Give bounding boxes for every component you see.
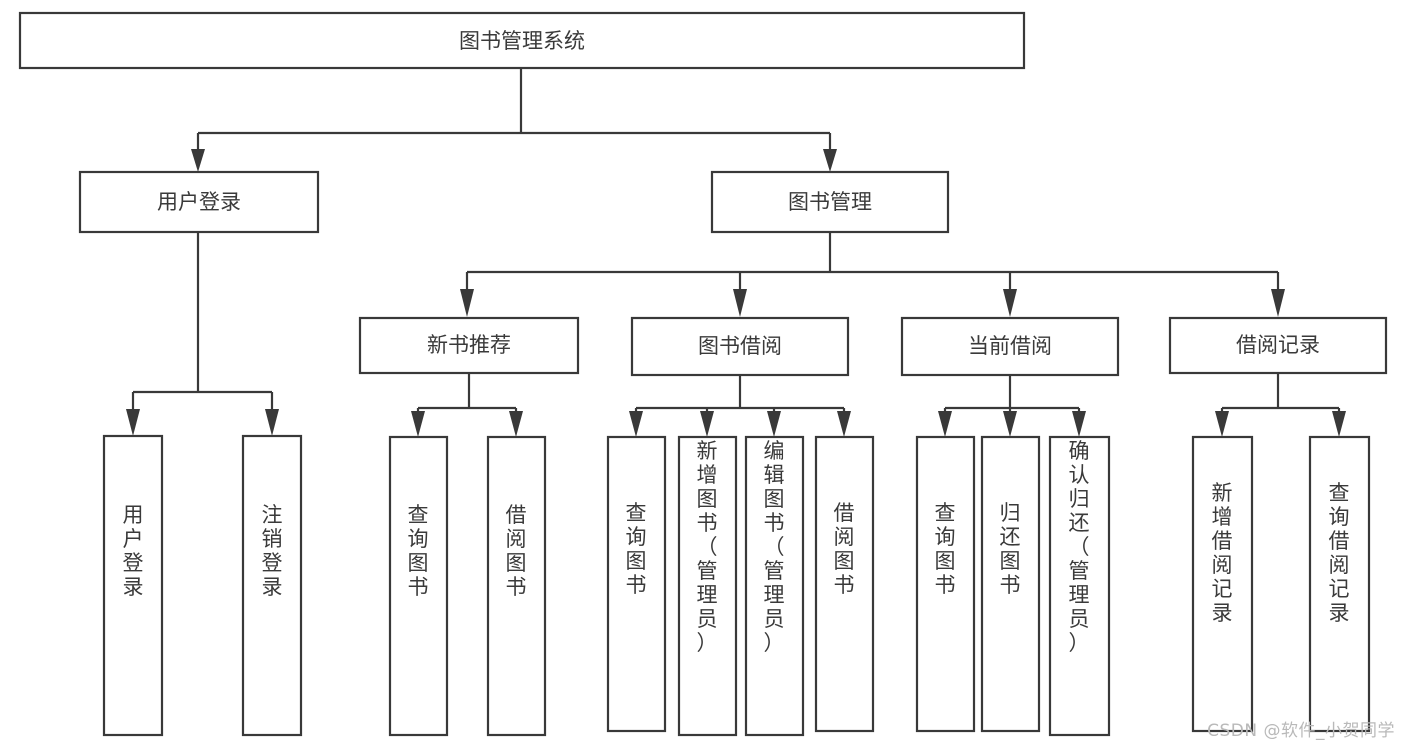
node-leaf-confirm-return[interactable]: 确认归还（管理员） [1048, 435, 1111, 737]
node-leaf-query-record-box[interactable] [1308, 435, 1371, 733]
node-current-borrow-label: 当前借阅 [968, 334, 1052, 358]
node-leaf-query-book-3-label: 查询图书 [935, 501, 956, 597]
node-root-box[interactable] [18, 11, 1026, 70]
arrow-head-leaf-borrow-book-2 [837, 411, 851, 437]
node-book-manage[interactable]: 图书管理 [710, 170, 950, 234]
node-leaf-user-login-label: 用户登录 [123, 503, 144, 599]
arrow-head-leaf-confirm-return [1072, 411, 1086, 437]
node-leaf-return-book-box[interactable] [980, 435, 1041, 733]
node-new-book-recommend-box[interactable] [358, 316, 580, 375]
node-leaf-confirm-return-label: 确认归还（管理员） [1069, 439, 1090, 655]
node-root[interactable]: 图书管理系统 [18, 11, 1026, 70]
node-user-login-box[interactable] [78, 170, 320, 234]
node-leaf-add-book[interactable]: 新增图书（管理员） [677, 435, 738, 737]
arrow-head-leaf-query-book-1 [411, 411, 425, 437]
arrow-head-book-manage [823, 149, 837, 172]
arrow-head-current-borrow [1003, 289, 1017, 317]
arrow-head-leaf-user-login [126, 409, 140, 436]
arrow-head-borrow-record [1271, 289, 1285, 317]
node-leaf-borrow-book-1-label: 借阅图书 [506, 503, 527, 599]
node-leaf-add-book-box[interactable] [677, 435, 738, 737]
node-leaf-return-book-label: 归还图书 [1000, 501, 1021, 597]
arrow-head-book-borrow [733, 289, 747, 317]
watermark-text: CSDN @软件_小贺同学 [1207, 721, 1395, 741]
node-new-book-recommend[interactable]: 新书推荐 [358, 316, 580, 375]
node-book-borrow-label: 图书借阅 [698, 334, 782, 358]
node-user-login[interactable]: 用户登录 [78, 170, 320, 234]
node-book-manage-box[interactable] [710, 170, 950, 234]
connector-layer [126, 68, 1346, 437]
arrow-head-leaf-query-record [1332, 411, 1346, 437]
node-borrow-record-label: 借阅记录 [1236, 333, 1320, 357]
node-leaf-user-logout-label: 注销登录 [262, 503, 283, 599]
node-leaf-edit-book[interactable]: 编辑图书（管理员） [744, 435, 805, 737]
node-leaf-user-logout-box[interactable] [241, 434, 303, 737]
arrow-head-leaf-query-book-2 [629, 411, 643, 437]
node-leaf-user-login-box[interactable] [102, 434, 164, 737]
node-leaf-edit-book-label: 编辑图书（管理员） [764, 439, 785, 655]
node-leaf-query-book-3-box[interactable] [915, 435, 976, 733]
node-borrow-record[interactable]: 借阅记录 [1168, 316, 1388, 375]
arrow-head-leaf-user-logout [265, 409, 279, 436]
arrow-head-leaf-return-book [1003, 411, 1017, 437]
node-leaf-borrow-book-1-box[interactable] [486, 435, 547, 737]
node-leaf-query-record-label: 查询借阅记录 [1329, 481, 1350, 625]
node-leaf-add-record[interactable]: 新增借阅记录 [1191, 435, 1254, 733]
node-leaf-add-record-label: 新增借阅记录 [1212, 481, 1233, 625]
arrow-head-leaf-add-record [1215, 411, 1229, 437]
node-leaf-query-book-1-box[interactable] [388, 435, 449, 737]
arrow-head-new-book-recommend [460, 289, 474, 317]
node-leaf-add-book-label: 新增图书（管理员） [697, 439, 718, 655]
arrow-head-leaf-edit-book [767, 411, 781, 437]
node-leaf-query-book-2-label: 查询图书 [626, 501, 647, 597]
node-current-borrow[interactable]: 当前借阅 [900, 316, 1120, 377]
node-user-login-label: 用户登录 [157, 190, 241, 214]
node-leaf-edit-book-box[interactable] [744, 435, 805, 737]
node-leaf-query-book-2-box[interactable] [606, 435, 667, 733]
node-leaf-borrow-book-2-box[interactable] [814, 435, 875, 733]
node-leaf-user-logout[interactable]: 注销登录 [241, 434, 303, 737]
node-book-borrow-box[interactable] [630, 316, 850, 377]
node-leaf-borrow-book-2-label: 借阅图书 [834, 501, 855, 597]
node-leaf-return-book[interactable]: 归还图书 [980, 435, 1041, 733]
node-leaf-query-record[interactable]: 查询借阅记录 [1308, 435, 1371, 733]
node-root-label: 图书管理系统 [459, 29, 585, 53]
node-leaf-query-book-1-label: 查询图书 [408, 503, 429, 599]
arrow-head-leaf-add-book [700, 411, 714, 437]
node-leaf-borrow-book-1[interactable]: 借阅图书 [486, 435, 547, 737]
node-borrow-record-box[interactable] [1168, 316, 1388, 375]
arrow-head-leaf-borrow-book-1 [509, 411, 523, 437]
node-leaf-query-book-1[interactable]: 查询图书 [388, 435, 449, 737]
node-leaf-confirm-return-box[interactable] [1048, 435, 1111, 737]
arrow-head-leaf-query-book-3 [938, 411, 952, 437]
node-leaf-add-record-box[interactable] [1191, 435, 1254, 733]
node-leaf-user-login[interactable]: 用户登录 [102, 434, 164, 737]
node-book-borrow[interactable]: 图书借阅 [630, 316, 850, 377]
node-leaf-borrow-book-2[interactable]: 借阅图书 [814, 435, 875, 733]
node-new-book-recommend-label: 新书推荐 [427, 333, 511, 357]
node-leaf-query-book-2[interactable]: 查询图书 [606, 435, 667, 733]
arrow-head-user-login [191, 149, 205, 172]
node-leaf-query-book-3[interactable]: 查询图书 [915, 435, 976, 733]
node-book-manage-label: 图书管理 [788, 190, 872, 214]
node-current-borrow-box[interactable] [900, 316, 1120, 377]
